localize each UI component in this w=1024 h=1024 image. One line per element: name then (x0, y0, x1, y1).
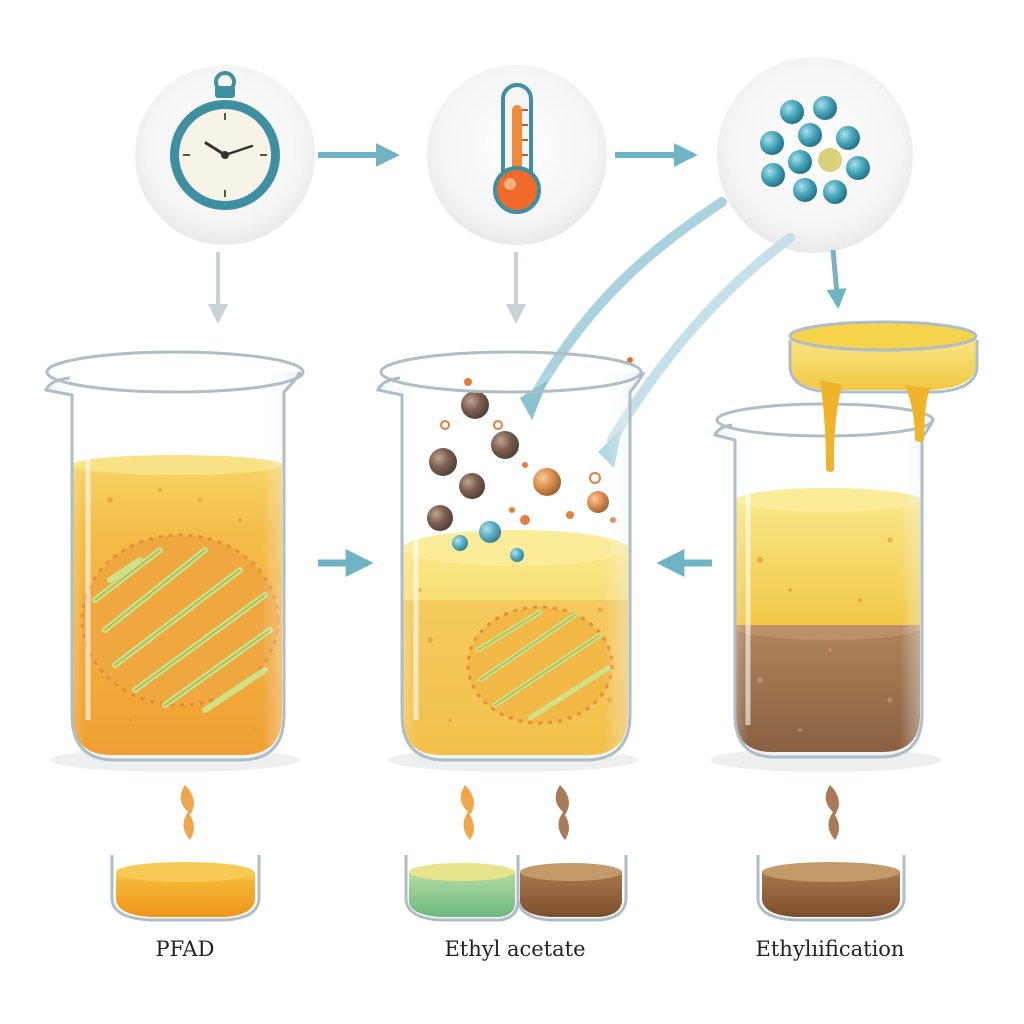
beaker-ethylification (711, 402, 941, 772)
arrow-down-right (826, 249, 847, 309)
beaker-ethyl-acetate (375, 350, 646, 772)
caption-ethyl-acetate: Ethyl acetate (444, 937, 586, 961)
beaker-pfad (43, 350, 305, 772)
vapor-wisp-right (825, 785, 839, 840)
pouring-dish (788, 320, 979, 472)
thermometer-icon (427, 65, 607, 245)
petri-dish-ethyl-green (404, 855, 520, 922)
petri-dish-ethylification (756, 855, 906, 922)
stopwatch-icon (135, 65, 315, 245)
vapor-wisp-middle-1 (460, 785, 474, 840)
caption-pfad: PFAD (155, 937, 215, 961)
vapor-wisp-left (180, 785, 194, 840)
catalyst-beads-icon (717, 57, 913, 253)
petri-dish-pfad (110, 855, 261, 922)
vapor-wisp-middle-2 (555, 785, 569, 840)
caption-ethylification: Ethylıification (755, 937, 905, 961)
petri-dish-ethyl-brown (516, 855, 628, 922)
